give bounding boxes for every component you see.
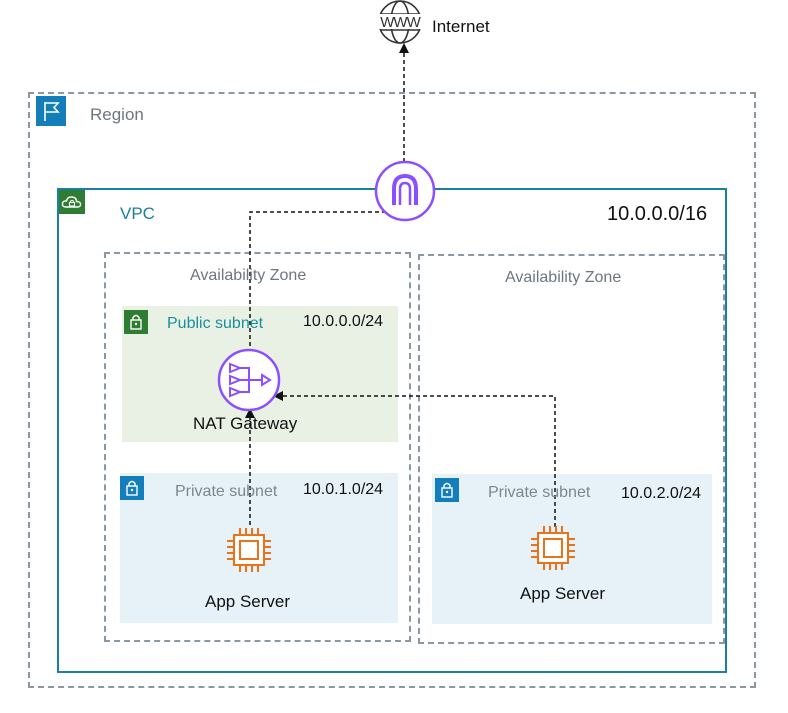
connector-app2-to-nat — [273, 391, 556, 527]
internet-label: Internet — [432, 17, 490, 36]
app-server-1-label: App Server — [205, 592, 291, 611]
vpc-cidr: 10.0.0.0/16 — [607, 203, 708, 225]
flag-icon — [36, 96, 66, 126]
svg-text:WWW: WWW — [380, 14, 421, 31]
vpc-label: VPC — [120, 204, 155, 223]
private-subnet-2-label: Private subnet — [488, 484, 591, 501]
private-subnet-1-cidr: 10.0.1.0/24 — [303, 481, 384, 498]
private-subnet-2 — [432, 474, 712, 624]
lock-icon — [120, 476, 144, 500]
app-server-2-label: App Server — [520, 584, 606, 603]
private-subnet-2-cidr: 10.0.2.0/24 — [621, 485, 702, 502]
cloud-lock-icon — [59, 190, 85, 214]
availability-zone-2 — [418, 254, 725, 644]
internet-gateway-icon — [374, 160, 436, 222]
lock-icon — [435, 478, 459, 502]
public-subnet-label: Public subnet — [167, 315, 264, 332]
nat-gateway-icon — [217, 348, 281, 412]
region-label: Region — [90, 105, 144, 124]
public-subnet-cidr: 10.0.0.0/24 — [303, 313, 384, 330]
region-group — [28, 92, 756, 688]
private-subnet-1-label: Private subnet — [175, 483, 278, 500]
lock-icon — [124, 310, 148, 334]
ec2-instance-icon — [531, 526, 575, 570]
availability-zone-1-label: Availability Zone — [190, 267, 307, 284]
availability-zone-2-label: Availability Zone — [505, 269, 622, 286]
globe-icon: WWW — [374, 0, 426, 44]
nat-gateway-label: NAT Gateway — [193, 414, 298, 433]
ec2-instance-icon — [227, 528, 271, 572]
availability-zone-1 — [104, 252, 411, 642]
